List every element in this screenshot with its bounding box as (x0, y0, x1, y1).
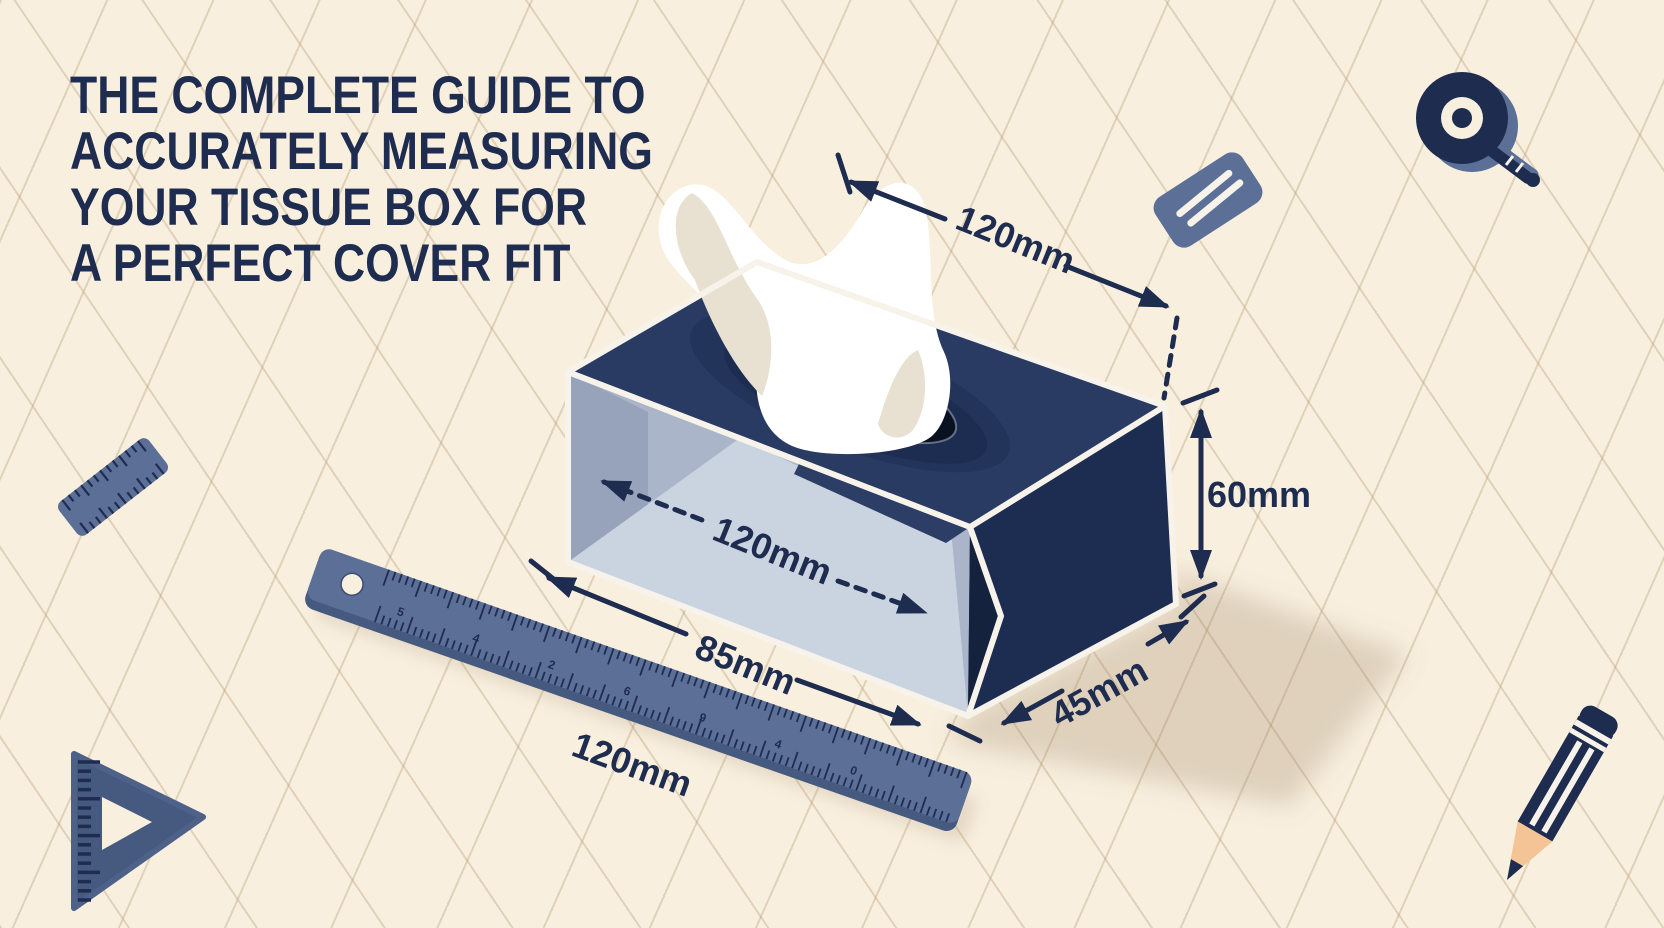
eraser-icon (1153, 152, 1263, 248)
ruler-digit: 0 (848, 763, 859, 779)
ruler-ticks-bottom (374, 605, 950, 823)
set-square-icon (71, 751, 206, 911)
ruler-ticks-top (382, 569, 968, 789)
page-title: THE COMPLETE GUIDE TO ACCURATELY MEASURI… (70, 68, 708, 292)
title-line: ACCURATELY MEASURING (70, 122, 653, 181)
title-line: YOUR TISSUE BOX FOR (70, 178, 587, 237)
dimension-height: 60mm (1180, 387, 1311, 599)
tissue-fold-shade (675, 193, 772, 396)
dimension-label-top-width: 120mm (950, 197, 1080, 282)
tissue (658, 182, 951, 455)
pencil-icon (1507, 705, 1618, 880)
ruler-digit: 9 (697, 710, 708, 726)
box-front-corner-edge (965, 524, 1004, 719)
title-line: A PERFECT COVER FIT (70, 234, 571, 293)
box-right-face (968, 406, 1176, 716)
ruler-digits: 5 4 2 6 9 4 0 (395, 604, 859, 778)
tissue-fold-shade-right (878, 350, 926, 438)
ruler: 5 4 2 6 9 4 0 (305, 549, 972, 832)
ruler-digit: 2 (546, 657, 557, 673)
box-right-edges (965, 403, 1179, 719)
tissue-box-illustration (565, 182, 1179, 719)
box-interior-left-wall (568, 372, 648, 562)
pencil-graphite (1507, 859, 1524, 880)
ruler-hole (340, 572, 364, 597)
ruler-digit: 5 (395, 604, 406, 620)
box-front-bevel (968, 527, 1001, 716)
box-interior-ceiling (794, 462, 970, 543)
ruler-digit: 6 (622, 684, 633, 700)
box-front-opening-edges (565, 369, 971, 719)
tape-measure-icon (1416, 72, 1540, 187)
title-line: THE COMPLETE GUIDE TO (70, 66, 646, 125)
box-cast-shadow (948, 568, 1408, 806)
ruler-digit: 4 (471, 631, 482, 647)
dimension-label-height: 60mm (1207, 474, 1311, 515)
mini-ruler-icon (57, 438, 169, 536)
ruler-top (307, 549, 972, 823)
ruler-digit: 4 (773, 736, 784, 752)
